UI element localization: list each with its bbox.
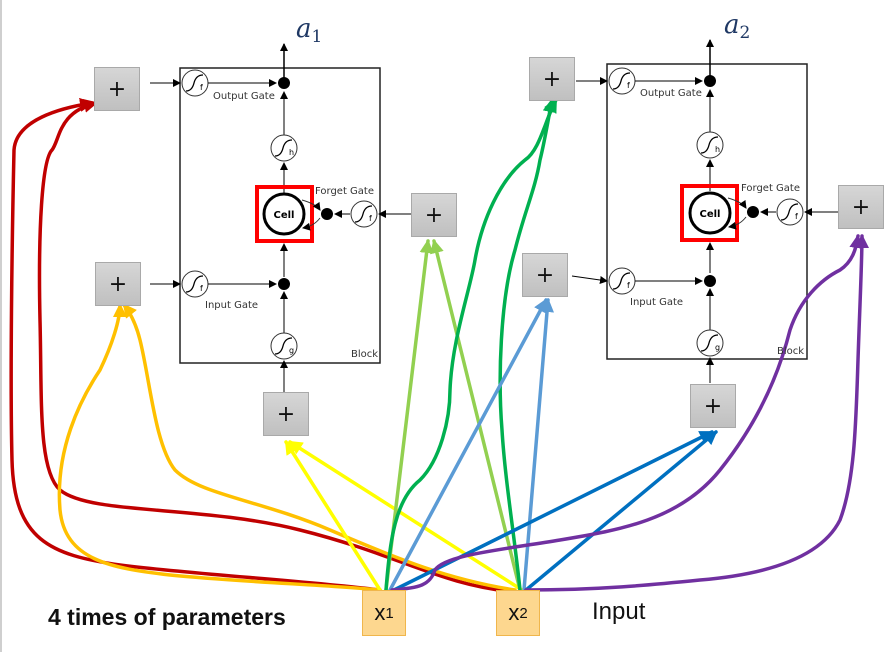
block-1-input-gate-icon <box>181 270 209 298</box>
arrow-x2-to-b1-input <box>122 303 517 592</box>
lstm-block-1 <box>150 43 411 392</box>
block-1-forget-gate-icon <box>350 200 378 228</box>
block-2-input-gate-icon <box>608 267 636 295</box>
block-1-cell-label: Cell <box>274 210 295 221</box>
input-caption: Input <box>592 598 646 625</box>
sum-box-b1-output-gate: + <box>94 67 140 111</box>
block-2-g-gate-g: g <box>715 343 720 352</box>
block-1-forget-gate-label: Forget Gate <box>315 186 374 197</box>
block-1-output-gate-f: f <box>200 83 203 92</box>
block-2-cell-label: Cell <box>700 209 721 220</box>
block-2-forget-multiplier <box>747 206 759 218</box>
sum-box-b1-forget-gate: + <box>411 193 457 237</box>
block-2-cell-highlight <box>680 184 739 242</box>
block-2-g-gate-icon <box>696 329 724 357</box>
sum-box-b2-output-gate: + <box>529 57 575 101</box>
connection-arrows <box>9 97 869 594</box>
block-1-g-gate-icon <box>270 332 298 360</box>
block-2-h-gate-h: h <box>715 145 720 154</box>
block-2-forget-gate-label: Forget Gate <box>741 183 800 194</box>
output-a1-label: a1 <box>296 14 323 47</box>
arrow-x2-to-b1-forget <box>430 239 522 592</box>
arrow-x2-to-b2-input <box>522 298 554 592</box>
block-1-forget-multiplier <box>321 208 333 220</box>
block-2-output-gate-f: f <box>627 81 630 90</box>
block-2-input-gate-label: Input Gate <box>630 297 684 308</box>
block-2-input-multiplier <box>704 275 716 287</box>
arrow-x1-to-b2-forget <box>390 234 864 592</box>
block-2-forget-gate-f: f <box>795 212 798 221</box>
arrow-x2-to-b2-forget <box>524 234 869 592</box>
block-1-output-gate-icon <box>181 69 209 97</box>
sum-box-b1-cell-input: + <box>263 392 309 436</box>
block-2-input-gate-f: f <box>627 281 630 290</box>
block-1-input-multiplier <box>278 278 290 290</box>
block-2-cell <box>688 191 732 235</box>
block-1-cell <box>262 192 306 236</box>
arrow-x2-to-b2-output <box>498 98 557 592</box>
block-1-output-multiplier <box>278 77 290 89</box>
block-1-input-gate-f: f <box>200 284 203 293</box>
sum-box-b2-input-gate: + <box>522 253 568 297</box>
arrow-x1-to-b2-input <box>388 298 548 592</box>
arrow-x1-to-b1-output <box>9 97 382 592</box>
output-a2-label: a2 <box>724 10 751 43</box>
block-2-block-label: Block <box>777 346 805 357</box>
arrow-x1-to-b2-output <box>384 98 558 592</box>
arrow-x2-to-b1-cell <box>288 440 524 592</box>
block-1-g-gate-g: g <box>289 346 294 355</box>
arrow-x2-to-b2-cell <box>524 430 718 592</box>
lstm-block-2 <box>571 39 838 383</box>
sum-box-b2-cell-input: + <box>690 384 736 428</box>
block-2-output-gate-label: Output Gate <box>640 88 702 99</box>
arrow-x2-to-b1-output <box>37 98 517 594</box>
arrow-x1-to-b2-cell <box>392 430 714 592</box>
block-2-forget-gate-icon <box>776 198 804 226</box>
block-2-h-gate-icon <box>696 131 724 159</box>
sum-box-b1-input-gate: + <box>95 262 141 306</box>
block-1-output-gate-label: Output Gate <box>213 91 275 102</box>
block-1-h-gate-icon <box>270 134 298 162</box>
arrow-x1-to-b1-cell <box>284 440 382 592</box>
parameters-caption: 4 times of parameters <box>48 604 286 630</box>
sum-box-b2-forget-gate: + <box>838 185 884 229</box>
block-2-output-multiplier <box>704 75 716 87</box>
block-1-forget-gate-f: f <box>369 214 372 223</box>
block-2-output-gate-icon <box>608 67 636 95</box>
arrow-x1-to-b1-input <box>57 303 382 592</box>
block-1-cell-highlight <box>255 185 314 243</box>
block-1-h-gate-h: h <box>289 148 294 157</box>
block-1-input-gate-label: Input Gate <box>205 300 259 311</box>
block-1-block-label: Block <box>351 349 379 360</box>
